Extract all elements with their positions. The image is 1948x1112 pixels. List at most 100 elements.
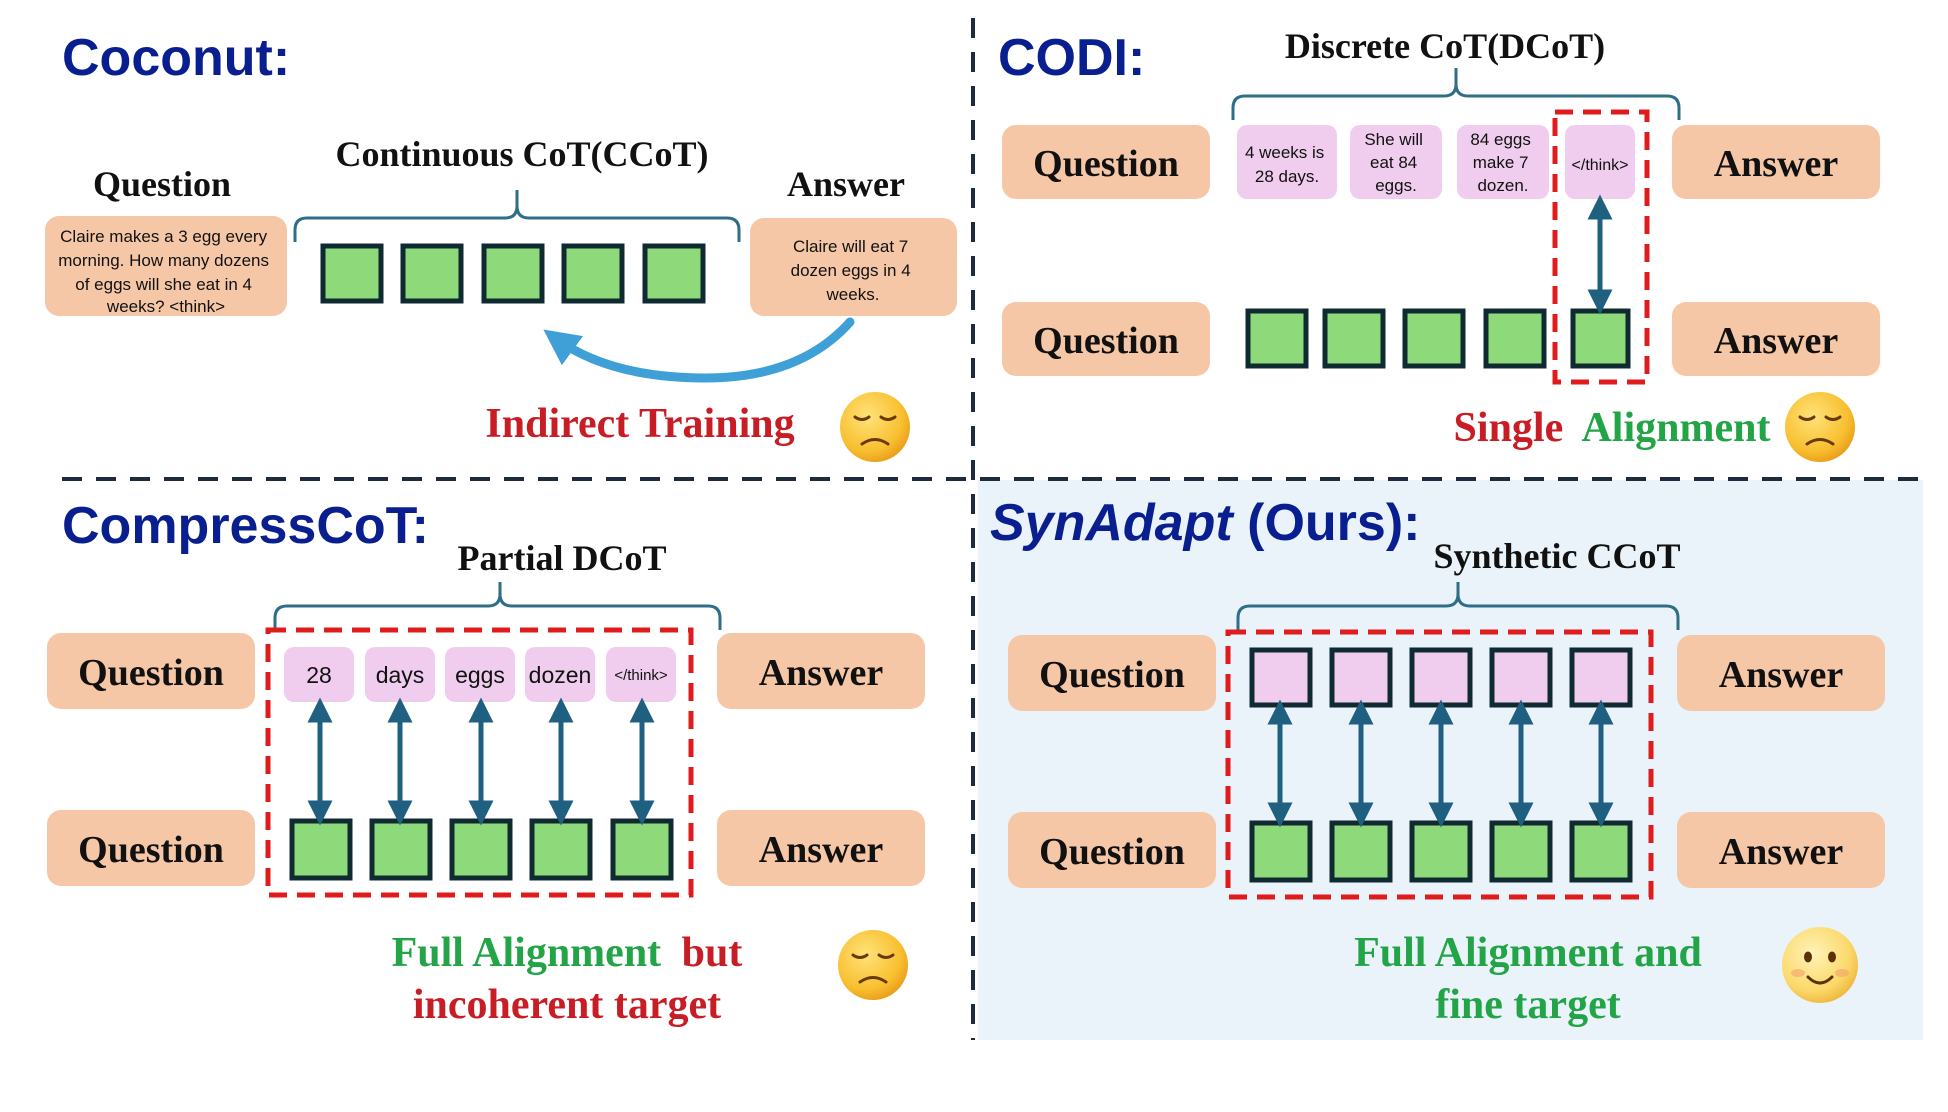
codi-token-text: 4 weeks is 28 days. (1245, 143, 1329, 186)
synadapt-question-box-top (1008, 635, 1216, 711)
compresscot-answer-box-bottom (717, 810, 925, 886)
latent-square (1489, 820, 1553, 883)
compresscot-answer-label-top: Answer (759, 652, 884, 694)
codi-token-box (1237, 125, 1337, 199)
latent-square (610, 818, 674, 881)
codi-token-line: 28 days. (1255, 167, 1319, 186)
compresscot-caption-line2: incoherent target (413, 982, 721, 1028)
synthetic-square (1489, 647, 1553, 708)
latent-square (369, 818, 433, 881)
codi-question-box-bottom (1002, 302, 1210, 376)
smiling-face-icon (1782, 927, 1858, 1003)
latent-square (529, 818, 593, 881)
coconut-answer-line: weeks. (826, 285, 880, 304)
compresscot-caption-line1: Full Alignment but (392, 930, 743, 976)
codi-title: CODI: (998, 29, 1145, 87)
synadapt-answer-box-top (1677, 635, 1885, 711)
codi-token-box (1457, 125, 1549, 199)
compresscot-token-text: days (376, 662, 425, 688)
compresscot-latent-squares (289, 818, 674, 881)
synadapt-question-label-top: Question (1039, 654, 1185, 696)
codi-think-token-text: </think> (1572, 157, 1629, 174)
synadapt-brace (1236, 582, 1680, 630)
compresscot-question-box-top (47, 633, 255, 709)
codi-alignment-highlight (1552, 109, 1650, 385)
compresscot-question-label-top: Question (78, 652, 224, 694)
codi-token-line: She will (1364, 130, 1423, 149)
coconut-question-line: weeks? <think> (106, 297, 225, 316)
synadapt-caption-line2: fine target (1435, 982, 1620, 1028)
codi-answer-box-bottom (1672, 302, 1880, 376)
sad-face-icon (1785, 392, 1855, 462)
sad-face-icon (840, 392, 910, 462)
coconut-ccot-label: Continuous CoT(CCoT) (335, 134, 708, 174)
synadapt-question-label-bottom: Question (1039, 831, 1185, 873)
coconut-title: Coconut: (62, 29, 290, 87)
synadapt-alignment-arrows (1267, 699, 1614, 828)
coconut-answer-line: Claire will eat 7 (793, 237, 908, 256)
latent-square (1409, 820, 1473, 883)
latent-square (1322, 308, 1386, 369)
synthetic-square (1329, 647, 1393, 708)
synadapt-answer-box-bottom (1677, 812, 1885, 888)
coconut-feedback-arrow (543, 317, 855, 383)
compresscot-title: CompressCoT: (62, 497, 429, 555)
synadapt-title-suffix: (Ours): (1247, 494, 1420, 552)
codi-answer-label-bottom: Answer (1714, 320, 1839, 362)
latent-square (561, 243, 625, 304)
compresscot-question-label-bottom: Question (78, 829, 224, 871)
synadapt-title-name: SynAdapt (990, 494, 1235, 552)
codi-token-box (1350, 125, 1442, 199)
synadapt-ccot-label: Synthetic CCoT (1433, 536, 1680, 576)
codi-token-line: eggs. (1375, 176, 1417, 195)
coconut-answer-box (750, 218, 957, 316)
codi-answer-box-top (1672, 125, 1880, 199)
codi-think-token-box (1565, 125, 1635, 199)
synadapt-synthetic-squares (1249, 647, 1633, 708)
compresscot-think-token-box (606, 647, 676, 702)
latent-square (1483, 308, 1547, 369)
compresscot-alignment-highlight (265, 627, 694, 898)
synadapt-title: SynAdapt (Ours): (990, 494, 1420, 552)
compresscot-token-text: dozen (529, 662, 592, 688)
codi-question-label-bottom: Question (1033, 320, 1179, 362)
latent-square (642, 243, 706, 304)
compresscot-token-box (525, 647, 595, 702)
synadapt-question-box-bottom (1008, 812, 1216, 888)
codi-token-text: She will eat 84 eggs. (1364, 130, 1427, 195)
synthetic-square (1409, 647, 1473, 708)
compresscot-caption-full-alignment: Full Alignment (392, 930, 662, 976)
compresscot-answer-label-bottom: Answer (759, 829, 884, 871)
compresscot-question-box-bottom (47, 810, 255, 886)
codi-latent-squares (1245, 308, 1631, 369)
codi-question-label-top: Question (1033, 143, 1179, 185)
coconut-brace (293, 190, 741, 242)
coconut-question-box (45, 216, 287, 316)
compresscot-token-box (445, 647, 515, 702)
codi-caption-single: Single (1454, 405, 1564, 451)
synthetic-square (1249, 647, 1313, 708)
sad-face-icon (838, 930, 908, 1000)
codi-answer-label-top: Answer (1714, 143, 1839, 185)
coconut-question-line: of eggs will she eat in 4 (75, 275, 252, 294)
coconut-answer-line: dozen eggs in 4 (791, 261, 911, 280)
codi-token-text: 84 eggs make 7 dozen. (1470, 130, 1535, 195)
synadapt-latent-squares (1249, 820, 1633, 883)
codi-dcot-label: Discrete CoT(DCoT) (1285, 26, 1605, 66)
latent-square (1245, 308, 1309, 369)
synadapt-answer-label-top: Answer (1719, 654, 1844, 696)
synthetic-square (1569, 647, 1633, 708)
codi-caption: Single Alignment (1454, 405, 1771, 451)
coconut-question-line: Claire makes a 3 egg every (60, 227, 267, 246)
latent-square (1249, 820, 1313, 883)
coconut-question-label: Question (93, 164, 231, 204)
codi-token-line: make 7 (1473, 153, 1529, 172)
coconut-caption: Indirect Training (485, 401, 794, 447)
latent-square (320, 243, 384, 304)
codi-token-line: 4 weeks is (1245, 143, 1324, 162)
codi-token-line: 84 eggs (1470, 130, 1531, 149)
coconut-answer-label: Answer (787, 164, 905, 204)
compresscot-dcot-label: Partial DCoT (458, 538, 667, 578)
